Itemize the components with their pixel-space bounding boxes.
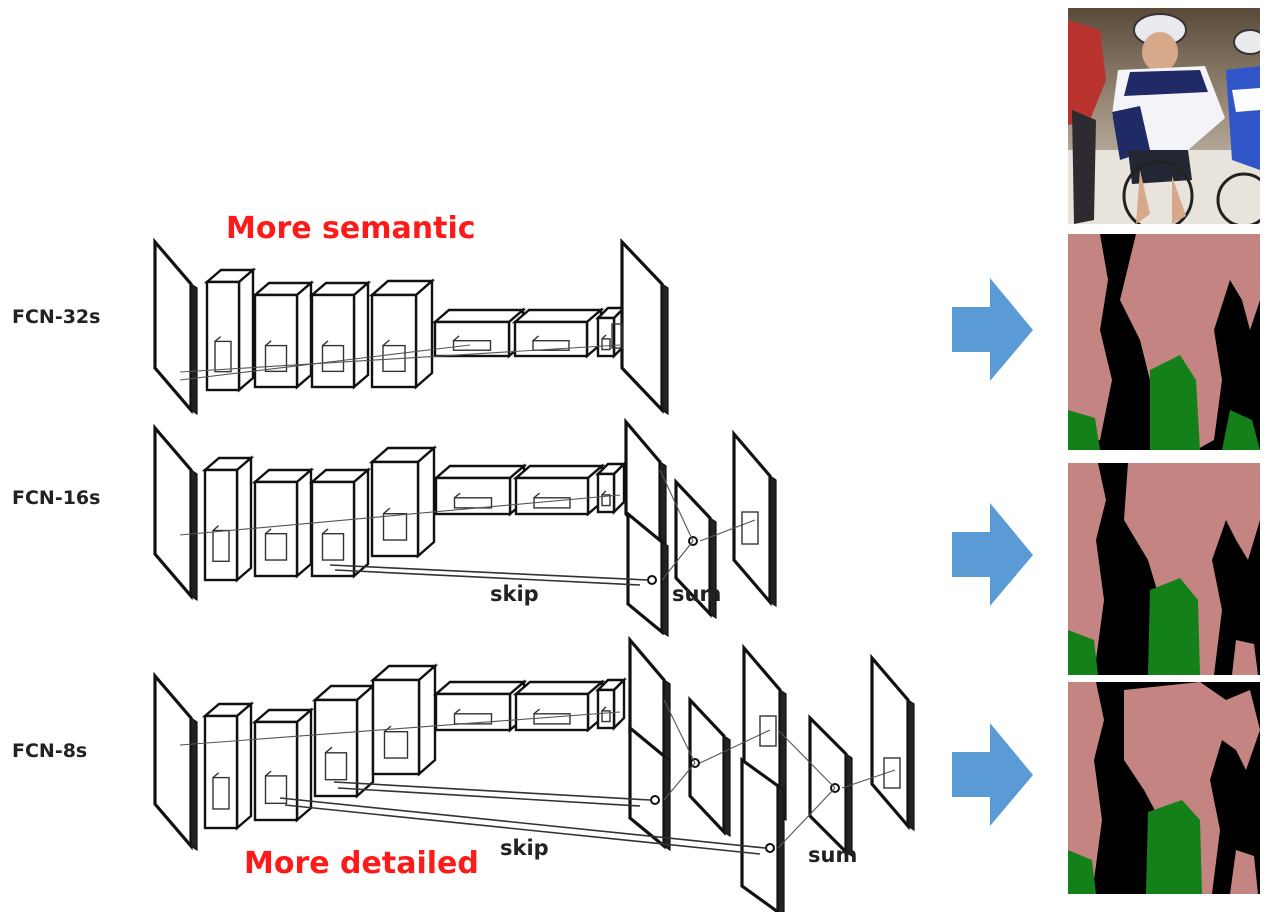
segmentation-output-fcn-8s xyxy=(1068,682,1260,894)
sum-plane-1 xyxy=(688,695,731,838)
node-marker xyxy=(647,575,657,585)
connection-line xyxy=(663,699,696,764)
conv-block xyxy=(369,663,439,777)
conv-block xyxy=(432,463,528,517)
row-label-fcn-32s: FCN-32s xyxy=(12,306,100,328)
conv-block xyxy=(251,280,315,390)
connection-line xyxy=(699,729,771,764)
conv-block xyxy=(251,467,315,579)
conv-block xyxy=(203,267,257,393)
conv-block xyxy=(368,445,438,559)
sum-plane xyxy=(674,477,717,620)
conv-block xyxy=(311,683,377,799)
connection-line xyxy=(179,711,621,746)
input-plane xyxy=(153,671,198,852)
input-plane xyxy=(153,423,198,602)
conv-block xyxy=(308,467,372,579)
skip-label-fcn-16s: skip xyxy=(490,582,539,606)
node-marker xyxy=(650,795,660,805)
input-plane xyxy=(153,237,198,416)
connection-line xyxy=(179,494,621,536)
conv-block xyxy=(201,701,255,831)
connection-line xyxy=(284,804,761,855)
right-arrow-icon xyxy=(952,723,1033,826)
conv-block xyxy=(431,307,527,359)
output-plane xyxy=(732,429,777,608)
segmentation-output-fcn-16s xyxy=(1068,463,1260,675)
conv-block xyxy=(595,305,627,359)
conv-block xyxy=(512,463,606,517)
connection-line xyxy=(337,787,641,807)
connection-line xyxy=(699,519,756,542)
connection-line xyxy=(179,344,471,381)
connection-line xyxy=(179,344,621,373)
right-arrow-icon xyxy=(952,278,1033,381)
output-plane xyxy=(620,238,669,416)
pool3-score-plane xyxy=(740,756,785,912)
network-fcn-16s xyxy=(153,417,777,638)
more-detailed-label: More detailed xyxy=(244,846,479,881)
row-label-fcn-16s: FCN-16s xyxy=(12,487,100,509)
pool4-score-plane xyxy=(626,510,669,638)
conv-block xyxy=(368,278,436,390)
input-photo xyxy=(1068,8,1260,224)
score-kernel xyxy=(741,511,759,545)
right-arrow-icon xyxy=(952,503,1033,606)
connection-line xyxy=(661,540,694,581)
connection-line xyxy=(279,797,766,849)
sum-label-fcn-16s: sum xyxy=(672,582,721,606)
connection-line xyxy=(334,569,641,586)
conv-block xyxy=(512,679,606,733)
conv-block xyxy=(201,455,255,583)
pool4-score-plane xyxy=(628,724,671,852)
connection-line xyxy=(663,762,696,801)
connection-line xyxy=(777,787,836,849)
output-plane xyxy=(870,653,915,832)
more-semantic-label: More semantic xyxy=(226,211,476,246)
score-kernel xyxy=(883,757,901,789)
score-kernel xyxy=(759,715,777,747)
conv-block xyxy=(595,677,627,731)
conv-block xyxy=(308,280,372,390)
row-label-fcn-8s: FCN-8s xyxy=(12,740,87,762)
sum-label-fcn-8s: sum xyxy=(808,843,857,867)
connection-line xyxy=(329,564,649,581)
skip-label-fcn-8s: skip xyxy=(500,836,549,860)
connection-line xyxy=(333,781,651,801)
node-marker xyxy=(765,843,775,853)
network-fcn-32s xyxy=(153,237,669,416)
network-fcn-8s xyxy=(153,635,915,912)
score-kernel xyxy=(611,323,623,349)
conv-block xyxy=(595,461,627,515)
connection-line xyxy=(841,769,896,789)
sum-plane-2 xyxy=(808,714,853,858)
connection-line xyxy=(777,729,836,789)
connection-line xyxy=(659,469,694,542)
conv-block xyxy=(251,707,315,823)
segmentation-output-fcn-32s xyxy=(1068,234,1260,450)
